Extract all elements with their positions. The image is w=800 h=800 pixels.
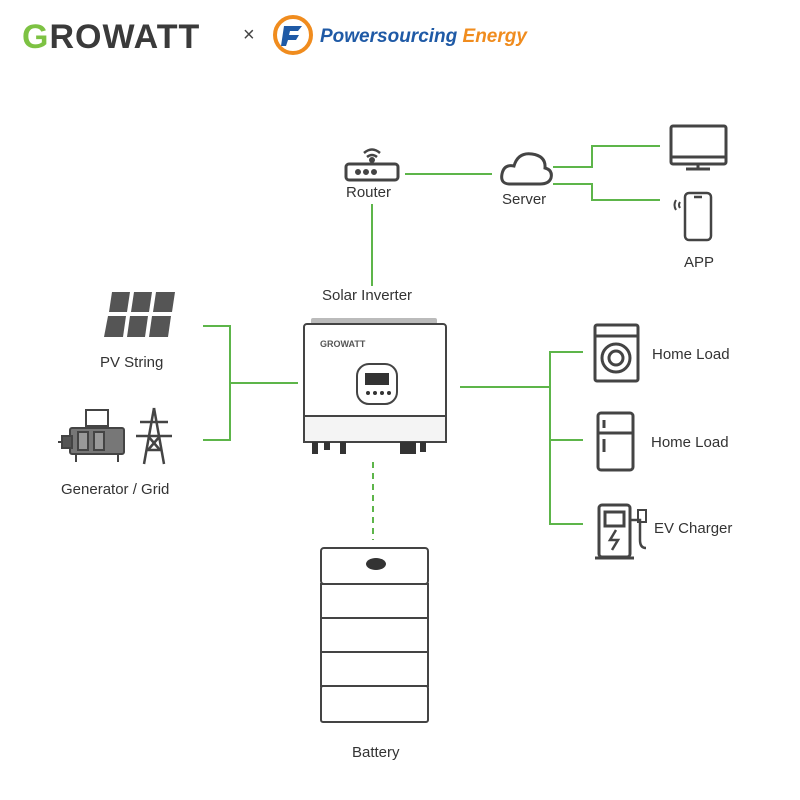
pv-string-label: PV String: [100, 354, 164, 371]
powersourcing-logo-icon: [273, 15, 313, 55]
ev-charger-label: EV Charger: [654, 520, 733, 537]
collaboration-separator: ×: [243, 24, 255, 46]
home-load-label-1: Home Load: [652, 346, 730, 363]
server-monitor-link: [553, 145, 660, 168]
transmission-tower-icon: [136, 407, 172, 465]
server-app-link: [553, 183, 660, 201]
router-label: Router: [346, 184, 392, 201]
powersourcing-logo-text: Powersourcing Energy: [320, 26, 527, 47]
router-icon: [344, 148, 400, 182]
solar-inverter-device: [303, 318, 447, 454]
battery-device: [320, 547, 429, 723]
ev-charger-icon: [595, 503, 647, 560]
generator-icon: [58, 409, 125, 462]
monitor-icon: [669, 124, 728, 171]
load-bus: [549, 351, 583, 525]
home-load-label-2: Home Load: [651, 434, 729, 451]
solar-panel-icon: [104, 292, 175, 337]
refrigerator-icon: [596, 411, 635, 472]
connector-lines: [203, 145, 660, 540]
server-label: Server: [502, 191, 547, 208]
solar-inverter-label: Solar Inverter: [322, 287, 413, 304]
inverter-brand-label: GROWATT: [320, 339, 366, 349]
battery-label: Battery: [352, 744, 400, 761]
header: GROWATT × Powersourcing Energy: [0, 0, 800, 70]
washing-machine-icon: [593, 323, 640, 383]
app-label: APP: [684, 254, 715, 271]
source-bus: [203, 325, 231, 441]
phone-app-icon: [673, 191, 713, 242]
generator-grid-label: Generator / Grid: [61, 481, 170, 498]
server-cloud-icon: [500, 152, 553, 186]
growatt-logo: GROWATT: [22, 18, 201, 56]
